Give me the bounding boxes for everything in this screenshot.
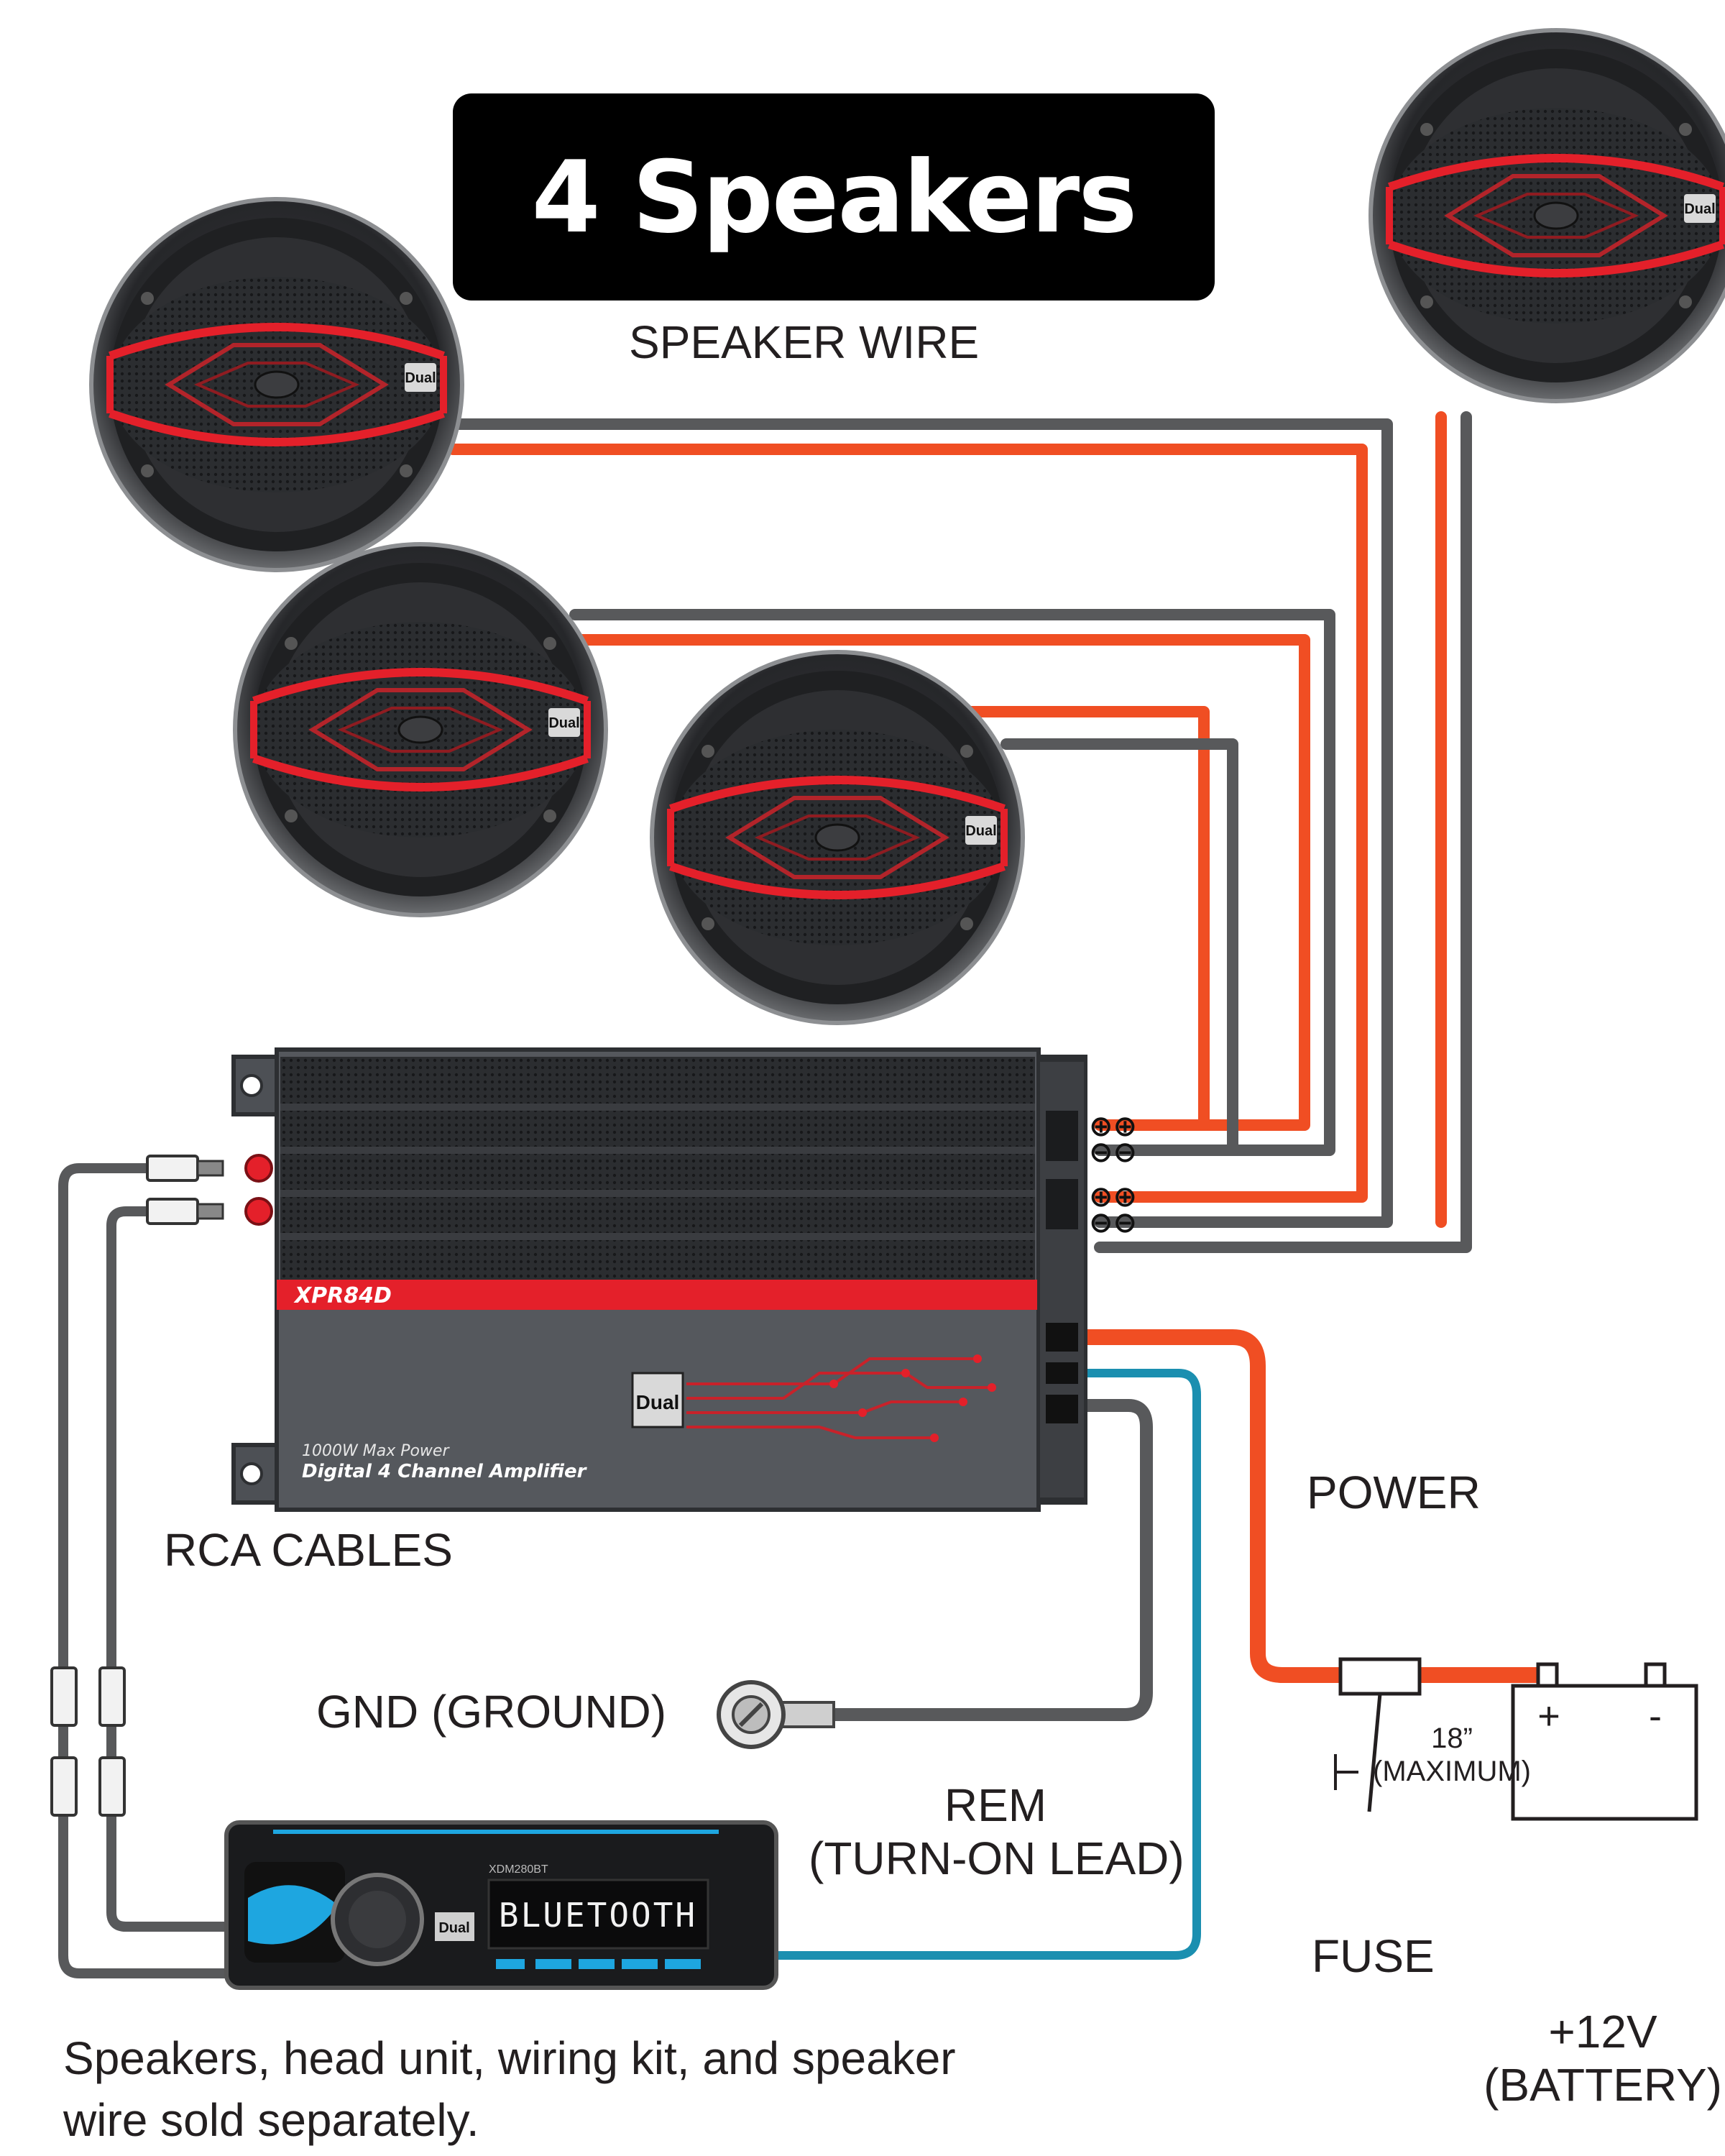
speaker4-negative-wire xyxy=(1000,738,1238,1156)
ground-wire xyxy=(798,1399,1153,1721)
head-unit-display xyxy=(487,1879,709,1950)
speaker-terminal-positive: ⊕⊕ xyxy=(1089,1110,1137,1143)
power-wire xyxy=(1085,1329,1538,1683)
ground-ring-terminal xyxy=(717,1680,835,1749)
rca-plugs xyxy=(50,1155,224,1817)
speaker-wires xyxy=(447,411,1472,1253)
rca-jack xyxy=(244,1197,273,1226)
head-unit: BLUETOOTH XDM280BT Dual xyxy=(224,1820,778,1990)
speaker4-positive-wire xyxy=(957,706,1210,1131)
speaker-terminal-negative: ⊖⊖ xyxy=(1089,1136,1137,1169)
rca-cables-label: RCA CABLES xyxy=(164,1524,453,1576)
rca-cable-left xyxy=(58,1163,230,1978)
remote-label: REM (TURN-ON LEAD) xyxy=(809,1779,1184,1885)
page-title: 4 Speakers xyxy=(531,139,1138,255)
power-label: POWER xyxy=(1307,1467,1481,1518)
amplifier: XPR84D Dual 1000W Max Power Digital 4 Ch… xyxy=(231,1047,1137,1512)
footnote-line1: Speakers, head unit, wiring kit, and spe… xyxy=(63,2032,956,2084)
head-unit-display-text: BLUETOOTH xyxy=(499,1896,697,1935)
battery-positive-sign: + xyxy=(1537,1694,1560,1738)
battery: + - xyxy=(1511,1662,1698,1821)
speaker-brand: Dual xyxy=(405,370,436,386)
amplifier-desc-text: Digital 4 Channel Amplifier xyxy=(302,1461,588,1482)
head-unit-model: XDM280BT xyxy=(489,1863,548,1876)
amplifier-red-stripe xyxy=(277,1280,1039,1310)
remote-label-line1: REM xyxy=(944,1779,1047,1831)
fuse-length-value: 18” xyxy=(1431,1722,1473,1754)
battery-label: +12V (BATTERY) xyxy=(1481,2006,1725,2111)
speaker1-negative-wire xyxy=(447,418,1393,1228)
title-banner: 4 Speakers xyxy=(453,93,1215,301)
speaker1-positive-wire xyxy=(447,444,1368,1203)
fuse xyxy=(1338,1657,1422,1812)
footnote: Speakers, head unit, wiring kit, and spe… xyxy=(63,2027,1070,2152)
footnote-line2: wire sold separately. xyxy=(63,2094,479,2147)
battery-negative-sign: - xyxy=(1649,1694,1662,1738)
fuse-length-label: 18” (MAXIMUM) xyxy=(1351,1722,1552,1788)
speaker-rear-left: Dual xyxy=(235,544,606,915)
battery-label-line1: +12V xyxy=(1548,2006,1657,2058)
fuse-label: FUSE xyxy=(1312,1930,1435,1982)
speaker-brand: Dual xyxy=(965,823,996,839)
speaker-brand: Dual xyxy=(548,715,579,731)
amplifier-model: XPR84D xyxy=(293,1283,392,1308)
speaker-rear-right: Dual xyxy=(652,652,1023,1023)
remote-wire xyxy=(776,1369,1201,1960)
rca-cable-right xyxy=(106,1206,230,1932)
speaker-terminal-positive: ⊕⊕ xyxy=(1089,1180,1137,1214)
amplifier-brand: Dual xyxy=(636,1391,680,1413)
speaker-front-right: Dual xyxy=(1371,30,1725,401)
amplifier-power-text: 1000W Max Power xyxy=(302,1442,450,1460)
battery-label-line2: (BATTERY) xyxy=(1484,2058,1722,2111)
remote-label-line2: (TURN-ON LEAD) xyxy=(809,1832,1184,1884)
head-unit-brand: Dual xyxy=(438,1920,469,1936)
speaker-front-left: Dual xyxy=(91,199,462,570)
speaker-wire-label: SPEAKER WIRE xyxy=(629,316,980,368)
fuse-length-max: (MAXIMUM) xyxy=(1373,1756,1531,1787)
speaker-terminal-negative: ⊖⊖ xyxy=(1089,1206,1137,1239)
speaker2-negative-wire xyxy=(1094,411,1472,1253)
speaker-brand: Dual xyxy=(1684,201,1715,217)
rca-jack xyxy=(244,1154,273,1183)
speaker3-negative-wire xyxy=(569,609,1335,1156)
ground-label: GND (GROUND) xyxy=(316,1686,667,1738)
